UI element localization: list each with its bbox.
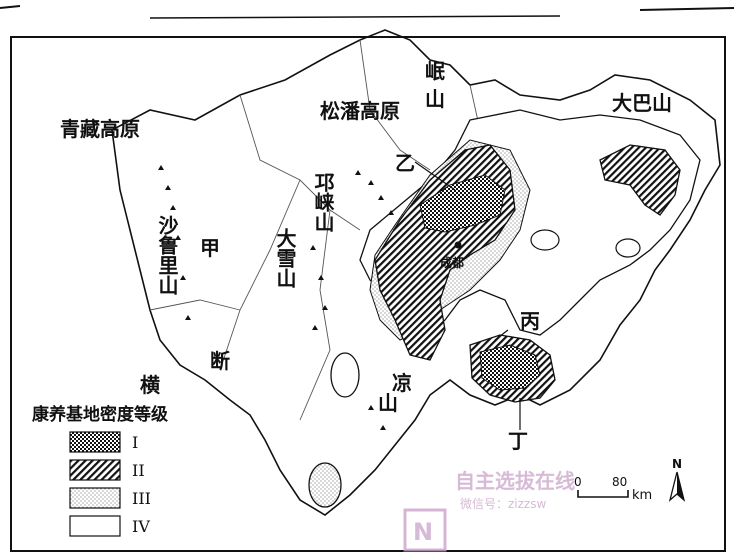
label-bing: 丙: [520, 309, 540, 333]
region-level-i-south: [479, 344, 541, 391]
label-min-shan: 山: [425, 87, 445, 111]
legend-swatch-ii: [69, 459, 121, 481]
province-outline: [111, 29, 721, 516]
watermark: N 自主选拔在线 微信号：zizzsw: [403, 469, 575, 552]
label-chengdu: 成都: [440, 255, 464, 270]
north-label: N: [672, 457, 682, 471]
scale-value: 80: [612, 475, 627, 489]
chengdu-marker: [454, 241, 462, 249]
region-level-ii-north-east: [599, 144, 681, 216]
legend-label-iii: III: [132, 489, 151, 508]
label-daxue: 大雪山: [273, 228, 297, 288]
region-level-i-north: [419, 174, 506, 233]
legend-swatch-i: [69, 431, 121, 453]
label-duan: 断: [210, 349, 230, 373]
scale-unit: km: [632, 488, 652, 503]
scale-zero: 0: [574, 475, 582, 489]
label-heng: 横: [140, 373, 161, 397]
svg-text:N: N: [413, 518, 433, 546]
label-liang: 凉: [392, 371, 412, 395]
legend-label-iv: IV: [132, 517, 150, 536]
label-ding: 丁: [508, 429, 528, 453]
label-yi: 乙: [395, 151, 415, 175]
watermark-line2: 微信号：zizzsw: [460, 497, 546, 511]
scale-bar: 0 80 km: [574, 475, 652, 503]
watermark-line1: 自主选拔在线: [455, 469, 575, 493]
label-liang-shan: 山: [378, 391, 398, 415]
label-shaluli: 沙鲁里山: [155, 215, 179, 295]
legend-swatch-iv: [69, 515, 121, 537]
label-jia: 甲: [200, 236, 220, 260]
north-arrow: N: [668, 457, 686, 502]
label-qingzang: 青藏高原: [60, 117, 140, 141]
legend-title: 康养基地密度等级: [32, 404, 168, 425]
legend-label-ii: II: [132, 461, 145, 480]
legend-label-i: I: [132, 433, 138, 452]
label-daba: 大巴山: [612, 91, 672, 115]
legend-swatch-iii: [69, 487, 121, 509]
label-songpan: 松潘高原: [320, 99, 400, 123]
label-qionglai: 邛崃山: [311, 172, 335, 232]
label-min: 岷: [425, 59, 445, 83]
